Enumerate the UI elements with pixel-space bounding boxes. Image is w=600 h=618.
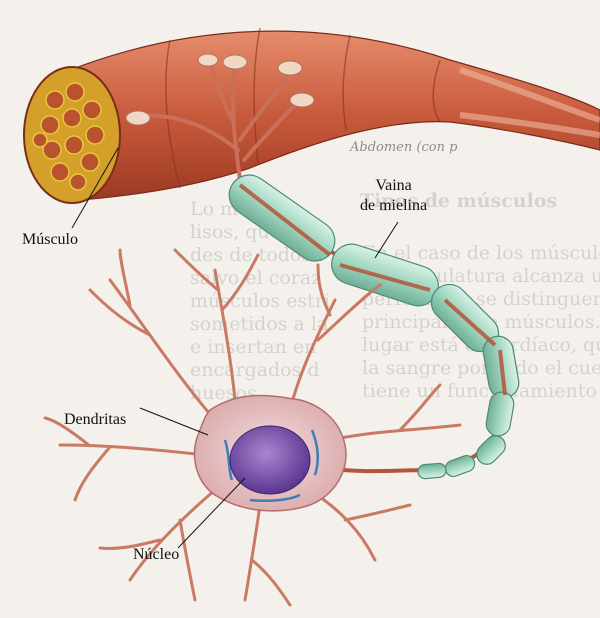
bg-line: encargados d xyxy=(190,359,320,381)
label-myelin-line2: de mielina xyxy=(360,197,428,214)
bg-line: tiene un funcionamiento autónomo xyxy=(362,380,600,402)
label-dendrites: Dendritas xyxy=(64,411,127,428)
background-caption: Abdomen (con p xyxy=(350,140,458,155)
motor-end-plates xyxy=(125,53,315,126)
label-muscle: Músculo xyxy=(22,231,78,248)
organelles xyxy=(223,429,320,503)
nucleus xyxy=(229,425,311,495)
bg-line: e insertan en xyxy=(190,336,317,358)
leader-lines xyxy=(71,147,399,549)
bg-line: salvo el coraz xyxy=(190,267,322,289)
bg-line: En el caso de los músculos, donde xyxy=(362,242,600,264)
bg-line: la sangre por todo el cuerpo y que xyxy=(362,357,600,379)
label-myelin-sheath: Vaina de mielina xyxy=(360,176,427,216)
dendrites xyxy=(43,248,462,607)
background-heading: Tipos de músculos xyxy=(360,190,558,212)
muscle-bundle xyxy=(23,27,600,204)
bg-line: Lo m xyxy=(190,198,239,220)
label-nucleus: Núcleo xyxy=(133,546,180,563)
label-myelin-line1: Vaina xyxy=(375,177,412,194)
